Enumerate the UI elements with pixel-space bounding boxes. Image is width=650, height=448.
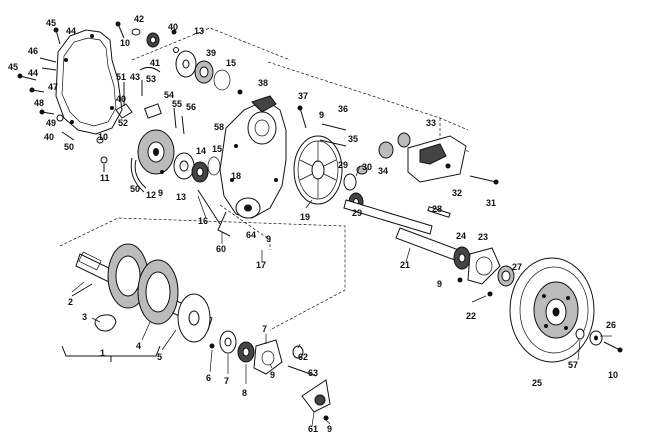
part-label-5: 5 — [157, 352, 162, 362]
part-label-9-axle: 9 — [270, 370, 275, 380]
part-label-63: 63 — [308, 368, 318, 378]
part-label-47: 47 — [48, 82, 58, 92]
housing-hardware — [297, 105, 368, 212]
part-label-13-upper: 13 — [194, 26, 204, 36]
assembly-bracket — [61, 345, 161, 362]
part-label-9-housing-top: 9 — [319, 110, 324, 120]
dashed-assembly-outlines — [59, 27, 471, 331]
part-label-41: 41 — [150, 58, 160, 68]
part-label-44-upper: 44 — [66, 26, 76, 36]
part-number-labels: 1 2 3 4 5 6 7 7 8 9 9 9 9 9 9 10 10 10 1… — [8, 14, 618, 434]
part-label-10-left: 10 — [120, 38, 130, 48]
part-label-34: 34 — [378, 166, 388, 176]
part-label-45-lower: 45 — [8, 62, 18, 72]
part-label-48: 48 — [34, 98, 44, 108]
part-label-1: 1 — [100, 348, 105, 358]
bearing-flange — [453, 246, 515, 297]
part-label-17: 17 — [256, 260, 266, 270]
part-label-23: 23 — [478, 232, 488, 242]
drive-sprocket — [130, 129, 175, 193]
part-label-51: 51 — [116, 72, 126, 82]
driven-pulley — [509, 257, 623, 363]
part-label-10-right: 10 — [608, 370, 618, 380]
part-label-29-upper: 29 — [338, 160, 348, 170]
part-label-4: 4 — [136, 341, 141, 351]
part-label-31: 31 — [486, 198, 496, 208]
part-label-15-upper: 15 — [226, 58, 236, 68]
part-label-30: 30 — [362, 162, 372, 172]
part-label-8: 8 — [242, 388, 247, 398]
part-label-38: 38 — [258, 78, 268, 88]
part-label-56: 56 — [186, 102, 196, 112]
part-label-11: 11 — [100, 173, 110, 183]
part-label-15-lower: 15 — [212, 144, 222, 154]
part-label-24: 24 — [456, 231, 466, 241]
part-label-52: 52 — [118, 118, 128, 128]
part-label-53: 53 — [146, 74, 156, 84]
part-label-32: 32 — [452, 188, 462, 198]
jackshaft — [343, 199, 465, 263]
part-label-9-bearing: 9 — [437, 279, 442, 289]
part-label-57: 57 — [568, 360, 578, 370]
part-label-40-cover: 40 — [44, 132, 54, 142]
part-label-12: 12 — [146, 190, 156, 200]
part-label-28: 28 — [432, 204, 442, 214]
part-label-43: 43 — [130, 72, 140, 82]
caliper-assembly — [378, 132, 499, 185]
part-label-54: 54 — [164, 90, 174, 100]
part-label-6: 6 — [206, 373, 211, 383]
part-label-40-top: 40 — [168, 22, 178, 32]
part-label-44-lower: 44 — [28, 68, 38, 78]
part-label-26: 26 — [606, 320, 616, 330]
part-label-40-middle: 40 — [116, 94, 126, 104]
upper-small-parts — [115, 21, 243, 95]
part-label-25: 25 — [532, 378, 542, 388]
part-label-9-bottom: 9 — [327, 424, 332, 434]
leader-lines — [71, 165, 612, 427]
axle-bearing-stack — [209, 330, 331, 421]
part-label-29-lower: 29 — [352, 208, 362, 218]
part-label-64: 64 — [246, 230, 256, 240]
part-label-14: 14 — [196, 146, 206, 156]
part-label-58: 58 — [214, 122, 224, 132]
part-label-39: 39 — [206, 48, 216, 58]
part-label-3: 3 — [82, 312, 87, 322]
main-housing — [217, 95, 287, 237]
drive-axle — [71, 243, 213, 343]
bearing-stack — [173, 152, 221, 225]
part-label-2: 2 — [68, 297, 73, 307]
part-label-7-lower: 7 — [224, 376, 229, 386]
part-label-50-cover: 50 — [64, 142, 74, 152]
part-label-9-housing: 9 — [266, 234, 271, 244]
part-label-27: 27 — [512, 262, 522, 272]
part-label-36: 36 — [338, 104, 348, 114]
part-label-7-upper: 7 — [262, 324, 267, 334]
part-label-18: 18 — [231, 171, 241, 181]
part-label-16: 16 — [198, 216, 208, 226]
part-label-10-cover: 10 — [98, 132, 108, 142]
part-label-35: 35 — [348, 134, 358, 144]
brake-disc — [293, 135, 343, 205]
part-label-62: 62 — [298, 352, 308, 362]
part-label-46: 46 — [28, 46, 38, 56]
part-label-42: 42 — [134, 14, 144, 24]
part-label-22: 22 — [466, 311, 476, 321]
part-label-50-chain: 50 — [130, 184, 140, 194]
part-label-21: 21 — [400, 260, 410, 270]
part-label-61: 61 — [308, 424, 318, 434]
tensioner-parts — [100, 80, 185, 172]
part-label-37: 37 — [298, 91, 308, 101]
part-label-60: 60 — [216, 244, 226, 254]
part-label-13-lower: 13 — [176, 192, 186, 202]
chaincase-cover — [55, 29, 123, 135]
cover-hardware — [17, 27, 104, 144]
part-label-19: 19 — [300, 212, 310, 222]
part-label-45-upper: 45 — [46, 18, 56, 28]
part-label-55: 55 — [172, 99, 182, 109]
part-label-9-sprocket: 9 — [158, 188, 163, 198]
part-label-33: 33 — [426, 118, 436, 128]
part-label-49: 49 — [46, 118, 56, 128]
